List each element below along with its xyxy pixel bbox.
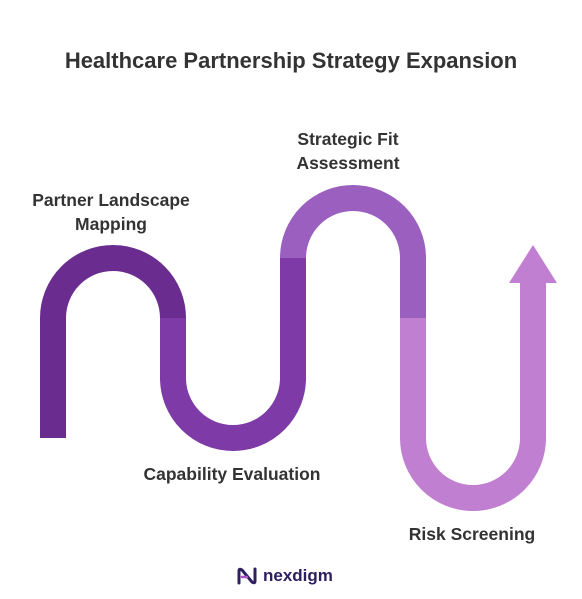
wave-segment-strategic-fit-assessment	[280, 185, 426, 318]
wave-segment-risk-screening	[400, 278, 546, 511]
arrow-head-icon	[509, 245, 557, 283]
step-label-risk-screening: Risk Screening	[408, 524, 536, 544]
step-label-capability-evaluation: Capability Evaluation	[143, 464, 321, 484]
nexdigm-logo-icon	[237, 567, 257, 585]
page-title: Healthcare Partnership Strategy Expansio…	[64, 48, 518, 73]
wave-segment-capability-evaluation	[160, 258, 306, 451]
step-label-partner-landscape-mapping: Partner Landscape Mapping	[32, 190, 190, 234]
nexdigm-logo: nexdigm	[236, 562, 333, 590]
logo-text: nexdigm	[263, 566, 333, 585]
wave-segment-partner-landscape-mapping	[40, 245, 186, 438]
step-label-strategic-fit-assessment: Strategic Fit Assessment	[296, 129, 400, 173]
